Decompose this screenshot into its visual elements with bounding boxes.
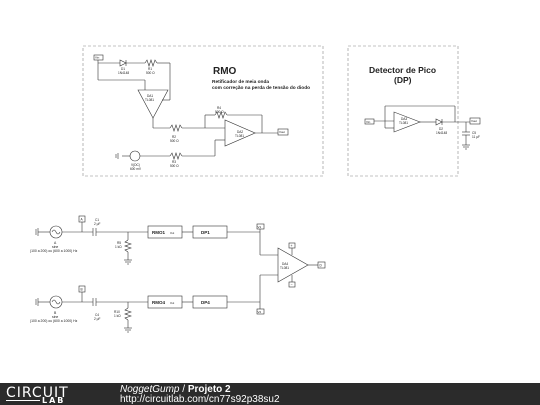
project-byline: NoggetGump / Projeto 2: [120, 384, 231, 395]
source-a-range: (100 a 200) ou (600 a 1000) Hz: [30, 249, 78, 253]
dp-vin-label: Vin: [366, 120, 371, 124]
da2-label: DA2: [237, 130, 243, 134]
r2-resistor: [169, 124, 183, 132]
r2-value: 500 Ω: [170, 139, 179, 143]
c4-value: 2 μF: [94, 317, 100, 321]
da3-opamp: [393, 111, 421, 133]
r5-resistor: [124, 239, 132, 253]
v1-node-label: V1: [258, 225, 262, 229]
rmo-subcircuit-frame: [82, 45, 324, 177]
r10-value: 1 kΩ: [114, 314, 121, 318]
rmo1-out-label: Out: [170, 231, 174, 235]
v1-dc-source: [129, 150, 141, 162]
v2-node-label: V2: [258, 310, 262, 314]
author-link[interactable]: NoggetGump: [120, 384, 180, 395]
v1-label: V(DC): [131, 163, 140, 167]
v2-node-flag: [256, 308, 265, 315]
dp-vout-label: Vout: [471, 119, 477, 123]
da1-part: TL081: [145, 98, 154, 102]
project-url[interactable]: http://circuitlab.com/cn77s92p38su2: [120, 394, 280, 405]
r1-resistor: [144, 59, 158, 67]
r10-resistor: [124, 307, 132, 321]
dp-title-1: Detector de Pico: [369, 65, 436, 75]
node-a-flag: [78, 215, 86, 223]
circuitlab-logo-lab: LAB: [42, 396, 66, 405]
rmo4-out-label: Out: [170, 301, 174, 305]
dp-vin-port[interactable]: [364, 118, 375, 125]
dp4-label: DP4: [201, 300, 210, 305]
r2-label: R2: [172, 135, 176, 139]
da3-part: TL081: [399, 121, 408, 125]
d1-label: D1: [121, 67, 125, 71]
rmo-desc-2: com correção na perda de tensão do diodo: [212, 85, 310, 91]
r3-value: 500 Ω: [170, 164, 179, 168]
source-b-name: B: [54, 311, 57, 315]
dp-vout-port[interactable]: [469, 117, 481, 125]
r4-label: R4: [217, 106, 221, 110]
r5-label: R5: [117, 241, 121, 245]
c1-value: 2 μF: [94, 222, 100, 226]
rmo-desc-1: Retificador de meia onda: [212, 79, 269, 85]
r5-value: 1 kΩ: [115, 245, 122, 249]
da2-opamp: [224, 119, 256, 147]
r3-resistor: [169, 152, 183, 160]
da4-label: DA4: [282, 262, 288, 266]
neg-rail-flag: [288, 281, 296, 288]
d1-diode: [119, 59, 127, 67]
rmo-vout-port[interactable]: [277, 128, 289, 136]
node-b-label: B: [81, 288, 83, 292]
dp1-block[interactable]: [192, 225, 228, 239]
r3-label: R3: [172, 160, 176, 164]
source-b-range: (100 a 200) ou (600 a 1000) Hz: [30, 319, 78, 323]
rmo-title: RMO: [213, 66, 237, 77]
da2-part: TL081: [235, 134, 244, 138]
dp1-label: DP1: [201, 230, 210, 235]
d2-diode: [435, 118, 443, 126]
node-b-flag: [78, 285, 86, 293]
d2-label: D2: [439, 127, 443, 131]
dp4-block[interactable]: [192, 295, 228, 309]
dp-subcircuit-frame: [347, 45, 459, 177]
source-b-type: sine: [52, 315, 58, 319]
node-a-label: A: [81, 218, 84, 222]
pos-rail-flag: [288, 242, 296, 249]
c4-label: C4: [95, 313, 99, 317]
r1-value: 500 Ω: [146, 71, 155, 75]
da4-opamp: [277, 247, 309, 283]
r4-value: 500 Ω: [215, 110, 224, 114]
footer-bar: CIRCUIT LAB NoggetGump / Projeto 2 http:…: [0, 383, 540, 405]
da3-label: DA3: [401, 117, 407, 121]
source-a-name: A: [54, 241, 57, 245]
rmo1-label: RMO1: [152, 230, 165, 235]
pos-rail-label: +: [291, 244, 293, 248]
dp-title-2: (DP): [394, 75, 412, 85]
d-node-flag: [317, 261, 326, 269]
rmo-vin-label: Vin: [95, 56, 100, 60]
r10-label: R10: [114, 310, 120, 314]
r1-label: R1: [148, 67, 152, 71]
rmo-vin-port[interactable]: [93, 54, 104, 61]
da1-label: DA1: [147, 94, 153, 98]
neg-rail-label: −: [291, 283, 293, 287]
project-title: Projeto 2: [187, 384, 231, 395]
d1-part: 1N4148: [118, 71, 129, 75]
rmo-vout-label: Vout: [279, 130, 285, 134]
c5-label: C5: [472, 131, 476, 135]
logo-underline: [6, 400, 40, 401]
circuitlab-logo[interactable]: CIRCUIT: [6, 385, 69, 401]
rmo4-label: RMO4: [152, 300, 165, 305]
da1-opamp: [137, 89, 169, 119]
d-node-label: D: [320, 264, 323, 268]
c5-value: 11 μF: [472, 135, 480, 139]
v1-value: 600 mV: [130, 167, 142, 171]
c1-label: C1: [95, 218, 99, 222]
byline-separator: /: [182, 384, 186, 395]
r4-resistor: [214, 111, 228, 119]
d2-part: 1N4148: [436, 131, 447, 135]
da4-part: TL081: [280, 266, 289, 270]
v1-node-flag: [256, 223, 265, 230]
source-a-type: sine: [52, 245, 58, 249]
